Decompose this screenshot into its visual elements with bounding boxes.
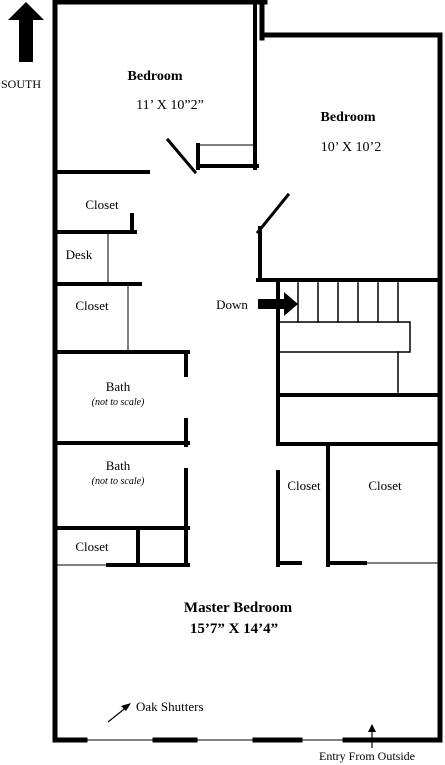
master-bedroom-dims: 15’7” X 14’4”	[189, 621, 279, 637]
bath-2-name: Bath	[105, 458, 131, 473]
bedroom-1-name: Bedroom	[127, 69, 183, 84]
bath-1-note: (not to scale)	[91, 397, 145, 408]
bath-2-note: (not to scale)	[91, 476, 145, 487]
left-rooms-walls	[53, 170, 190, 567]
right-rooms-walls	[276, 278, 442, 567]
bedroom-1-dims: 11’ X 10”2”	[136, 98, 204, 113]
bedroom-1-walls	[196, 0, 259, 170]
bedroom-2-dims: 10’ X 10’2	[320, 140, 382, 155]
left-rooms-thin-lines	[54, 231, 129, 566]
north-arrow-icon	[8, 2, 44, 62]
desk-label: Desk	[65, 247, 93, 262]
compass-label: SOUTH	[1, 77, 42, 91]
bedroom-2-name: Bedroom	[320, 110, 376, 125]
entry-arrow-icon	[368, 724, 376, 748]
shutters-arrow-icon	[107, 703, 131, 723]
stairs	[277, 282, 411, 393]
oak-shutters-label: Oak Shutters	[136, 699, 204, 714]
entry-label: Entry From Outside	[319, 749, 415, 763]
closet-1-label: Closet	[85, 197, 119, 212]
closet-5-label: Closet	[368, 478, 402, 493]
closet-4-label: Closet	[287, 478, 321, 493]
bath-1-name: Bath	[105, 379, 131, 394]
down-label: Down	[216, 297, 248, 312]
closet-2-label: Closet	[75, 298, 109, 313]
bedroom-2-walls	[256, 226, 442, 282]
closet-3-label: Closet	[75, 539, 109, 554]
bedroom-1-door	[165, 137, 198, 175]
master-bedroom-name: Master Bedroom	[183, 600, 293, 616]
window-lines	[84, 34, 441, 741]
down-arrow-icon	[258, 292, 298, 316]
bedroom-2-door	[255, 192, 291, 235]
